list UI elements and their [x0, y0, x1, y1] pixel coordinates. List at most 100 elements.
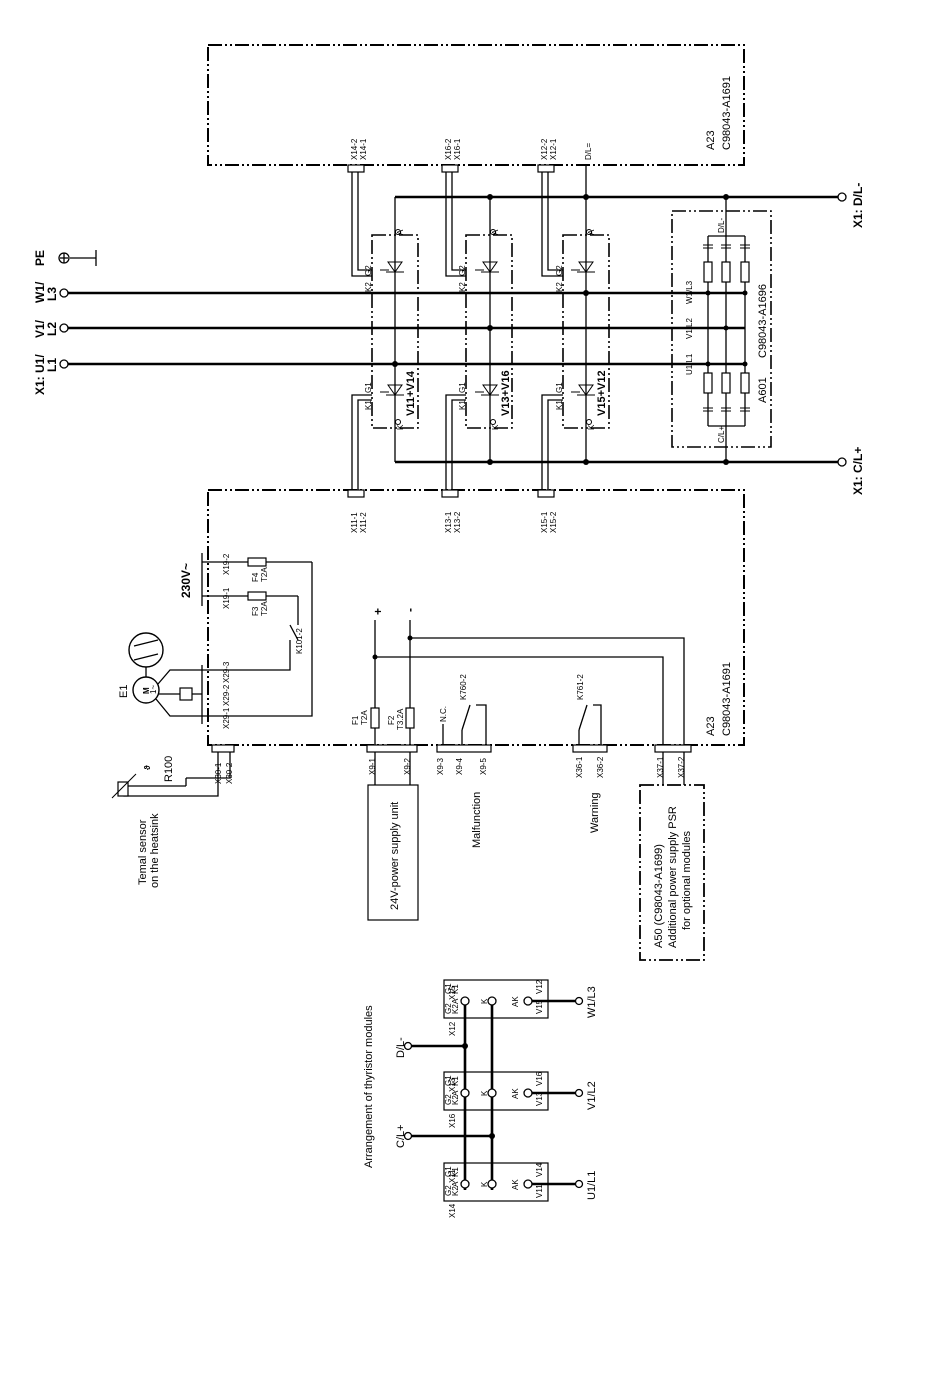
- svg-text:G1: G1: [555, 382, 564, 393]
- thyristor-module-2: A K2 G2 K G1 K1 V13+V16: [445, 172, 513, 490]
- a50-line3: for optional modules: [681, 830, 693, 930]
- svg-text:G2: G2: [444, 1003, 453, 1014]
- thyristor-pair-1-label: V11+V14: [405, 370, 417, 416]
- x19-1-label: X19-1: [222, 587, 231, 609]
- conn-x14-1: X14-1: [359, 138, 368, 160]
- x29-3-label: X29-3: [222, 661, 231, 683]
- arr-mod2-va: V13: [535, 1091, 544, 1106]
- bottom-board-label: A23: [705, 716, 717, 736]
- thyristor-pair-2-label: V13+V16: [500, 370, 512, 416]
- arr-mod3-va: V15: [535, 999, 544, 1014]
- conn-x16-2: X16-2: [444, 138, 453, 160]
- svg-text:K1: K1: [364, 400, 373, 410]
- arr-mod1-vb: V14: [535, 1162, 544, 1177]
- conn-x16-1: X16-1: [453, 138, 462, 160]
- sensor-resistor: [117, 781, 129, 797]
- filter-board-label: A601: [757, 377, 769, 403]
- svg-text:K1: K1: [451, 1076, 460, 1086]
- cl-plus-label: X1: C/L+: [851, 447, 865, 495]
- arr-mod1-ak: AK: [511, 1179, 520, 1190]
- arr-mod1-xb: X11: [448, 1169, 457, 1183]
- conn-x12-2: X12-2: [540, 138, 549, 160]
- filter-w-label: W1/L3: [685, 280, 694, 304]
- svg-text:K1: K1: [555, 400, 564, 410]
- x37-2-label: X37-2: [677, 756, 686, 778]
- svg-text:G1: G1: [444, 983, 453, 994]
- fan-motor: [128, 632, 202, 717]
- cl-plus-terminal[interactable]: [837, 457, 847, 467]
- svg-text:G1: G1: [444, 1166, 453, 1177]
- svg-text:K: K: [480, 1181, 489, 1187]
- arr-mod1-xa: X14: [448, 1203, 457, 1218]
- x29-1-label: X29-1: [222, 707, 231, 729]
- svg-text:A: A: [491, 229, 500, 235]
- x36-2-label: X36-2: [596, 756, 605, 778]
- arr-mod2-ak: AK: [511, 1088, 520, 1099]
- svg-text:K2: K2: [451, 1004, 460, 1014]
- fuse-f3-label: F3: [251, 606, 260, 616]
- svg-text:K2: K2: [364, 282, 373, 292]
- filter-dl-label: D/L-: [717, 218, 726, 233]
- arr-mod3-xa: X12: [448, 1021, 457, 1036]
- conn-x13-1: X13-1: [444, 511, 453, 533]
- relay-k101-label: K101-2: [295, 628, 304, 654]
- conn-x14-2: X14-2: [350, 138, 359, 160]
- conn-x12-1: X12-1: [549, 138, 558, 160]
- x9-1-label: X9-1: [368, 758, 377, 775]
- relay-k761-contact: [578, 704, 588, 731]
- terminal-l1: L1: [45, 358, 59, 372]
- fuse-f1-label: F1: [351, 715, 360, 725]
- supply-minus: -: [403, 608, 417, 612]
- filter-u-label: U1/L1: [685, 353, 694, 375]
- l2-terminal[interactable]: [59, 323, 69, 333]
- svg-text:A: A: [396, 229, 405, 235]
- conn-x15-1: X15-1: [540, 511, 549, 533]
- arr-w-label: W1/L3: [586, 986, 598, 1018]
- terminal-v1: V1/: [33, 319, 47, 338]
- dl-minus-terminal[interactable]: [837, 192, 847, 202]
- l3-terminal[interactable]: [59, 288, 69, 298]
- arr-mod2-xb: X13: [448, 1077, 457, 1092]
- x9-3-label: X9-3: [436, 758, 445, 775]
- conn-x15-2: X15-2: [549, 511, 558, 533]
- l1-terminal[interactable]: [59, 359, 69, 369]
- x30-1-label: X30-1: [214, 762, 223, 784]
- arrangement-drawing: [403, 979, 584, 1202]
- svg-text:K: K: [491, 424, 500, 430]
- fuse-f2-label: F2: [387, 715, 396, 725]
- fuse-f3-rating: T2A: [260, 601, 269, 616]
- arr-mod3-vb: V12: [535, 979, 544, 994]
- ground-icon: [58, 250, 97, 266]
- arrangement-title: Arrangement of thyristor modules: [363, 1005, 375, 1168]
- fuse-f2: [405, 707, 415, 729]
- fuse-f4-rating: T2A: [260, 567, 269, 582]
- thermometer-icon: ϑ: [143, 765, 152, 770]
- svg-text:K1: K1: [451, 1167, 460, 1177]
- relay-k760-contact: [461, 704, 471, 731]
- svg-text:G1: G1: [458, 382, 467, 393]
- terminal-l2: L2: [45, 322, 59, 336]
- svg-text:K2: K2: [451, 1186, 460, 1196]
- relay-k101-contact: [289, 624, 299, 641]
- warning-label: Warning: [589, 792, 601, 833]
- svg-text:G1: G1: [364, 382, 373, 393]
- a50-box: [639, 784, 705, 961]
- conn-x11-2: X11-2: [359, 512, 368, 533]
- x37-1-label: X37-1: [656, 756, 665, 778]
- fuse-f3: [247, 591, 267, 601]
- x29-2-label: X29-2: [222, 684, 231, 706]
- sensor-desc-1: Temal sensor: [137, 819, 149, 885]
- bottom-board-part: C98043-A1691: [721, 662, 733, 736]
- fan-motor-phase: 1~: [149, 685, 158, 694]
- psu-label: 24V-power supply unit: [389, 802, 401, 910]
- thyristor-module-3: A K2 G2 K G1 K1 V15+V12: [541, 165, 610, 490]
- filter-board-part: C98043-A1696: [757, 284, 769, 358]
- filter-cl-label: C/L+: [717, 426, 726, 443]
- terminal-w1: W1/: [33, 281, 47, 303]
- x36-1-label: X36-1: [575, 756, 584, 778]
- arr-mod3-xb: X15: [448, 985, 457, 1000]
- nc-label: N.C.: [439, 706, 448, 722]
- terminal-u1: X1: U1/: [33, 354, 47, 395]
- relay-k760-label: K760-2: [459, 674, 468, 700]
